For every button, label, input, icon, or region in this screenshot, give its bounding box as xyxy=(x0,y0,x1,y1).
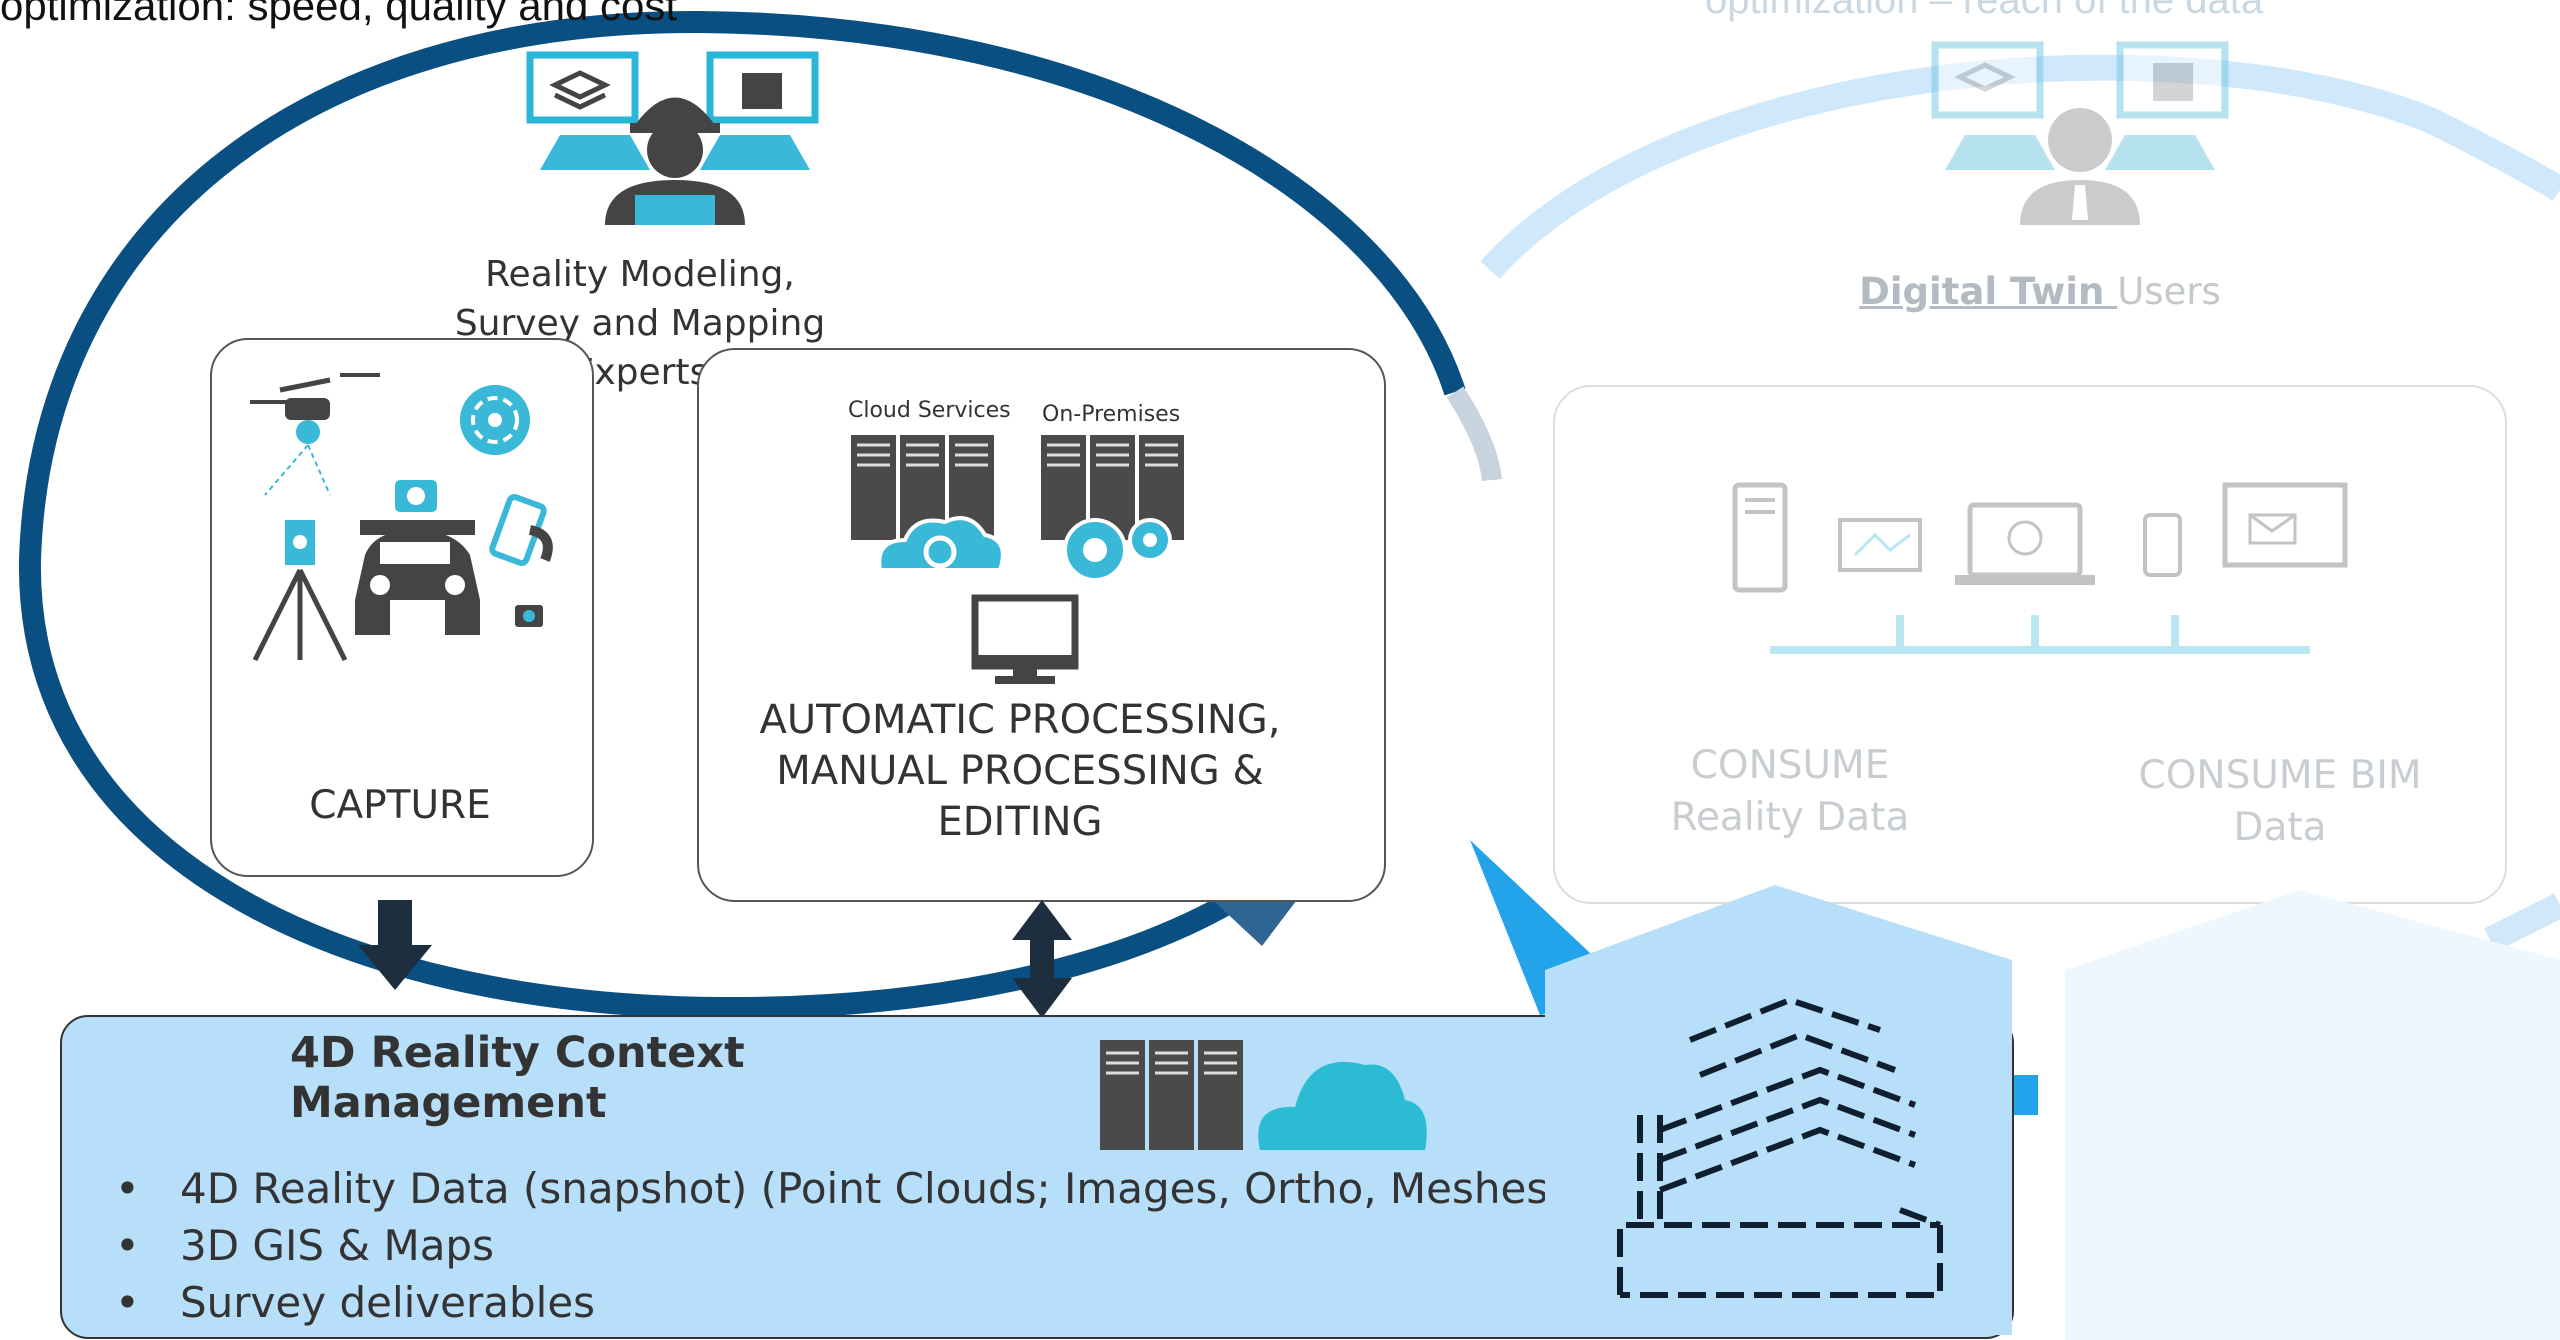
surveyor-hardhat-icon xyxy=(526,51,819,225)
faded-house-shape xyxy=(2065,890,2560,1340)
consume-devices-illustration xyxy=(1732,482,2348,654)
digital-twin-users-label-rest: Users xyxy=(2117,270,2221,313)
context-bullet-item: Survey deliverables xyxy=(115,1274,1575,1331)
lidar-scanner-icon xyxy=(460,385,530,455)
business-user-icon xyxy=(1931,41,2229,225)
digital-twin-users-label-bold: Digital Twin xyxy=(1859,270,2118,313)
on-premises-label: On-Premises xyxy=(1042,402,1181,427)
processing-bidirectional-arrow xyxy=(1012,900,1072,1018)
context-bullet-list: 4D Reality Data (snapshot) (Point Clouds… xyxy=(115,1160,1575,1331)
cloud-services-label: Cloud Services xyxy=(848,398,1011,423)
context-management-title: 4D Reality Context Management xyxy=(290,1028,745,1128)
consume-bim-label: CONSUME BIM Data xyxy=(2138,753,2422,850)
experts-label: Reality Modeling, Survey and Mapping Exp… xyxy=(454,254,826,393)
desktop-monitor-icon xyxy=(971,594,1079,684)
tripod-total-station-icon xyxy=(252,520,348,662)
context-storage-illustration xyxy=(1100,1040,1427,1150)
monitor-mail-icon xyxy=(2222,482,2348,568)
smartphone-capture-icon xyxy=(489,494,553,566)
blue-connector xyxy=(2010,1075,2038,1115)
cloud-icon xyxy=(1258,1061,1427,1150)
main-cycle-ellipse-fade xyxy=(1446,386,1502,482)
capture-label: CAPTURE xyxy=(309,783,491,828)
tower-pc-icon xyxy=(1732,482,1788,593)
left-header-caption: optimization: speed, quality and cost xyxy=(0,0,678,29)
laptop-globe-icon xyxy=(1955,502,2095,585)
building-icon xyxy=(1617,996,1943,1298)
cloud-server-icon xyxy=(851,435,1005,572)
context-bullet-item: 4D Reality Data (snapshot) (Point Clouds… xyxy=(115,1160,1575,1217)
consume-card xyxy=(1553,385,2507,904)
main-cycle-ellipse xyxy=(18,10,1466,1020)
phone-icon xyxy=(2143,513,2182,577)
mapping-car-icon xyxy=(355,480,480,635)
processing-label: AUTOMATIC PROCESSING, MANUAL PROCESSING … xyxy=(759,697,1281,845)
tablet-map-icon xyxy=(1838,518,1922,572)
on-premises-server-icon xyxy=(1041,435,1184,582)
capture-devices-illustration xyxy=(250,373,553,662)
right-cycle-arc-bottom xyxy=(2484,893,2560,952)
server-rack-icon xyxy=(1100,1040,1243,1150)
context-bullet-item: 3D GIS & Maps xyxy=(115,1217,1575,1274)
consume-reality-label: CONSUME Reality Data xyxy=(1670,743,1910,840)
right-header-caption: optimization – reach of the data xyxy=(1705,0,2264,22)
digital-twin-users-label: Digital Twin Users xyxy=(1830,270,2250,313)
processing-infrastructure-illustration xyxy=(851,435,1184,684)
drone-icon xyxy=(250,373,380,496)
small-camera-icon xyxy=(515,605,543,627)
capture-down-arrow xyxy=(358,900,432,990)
